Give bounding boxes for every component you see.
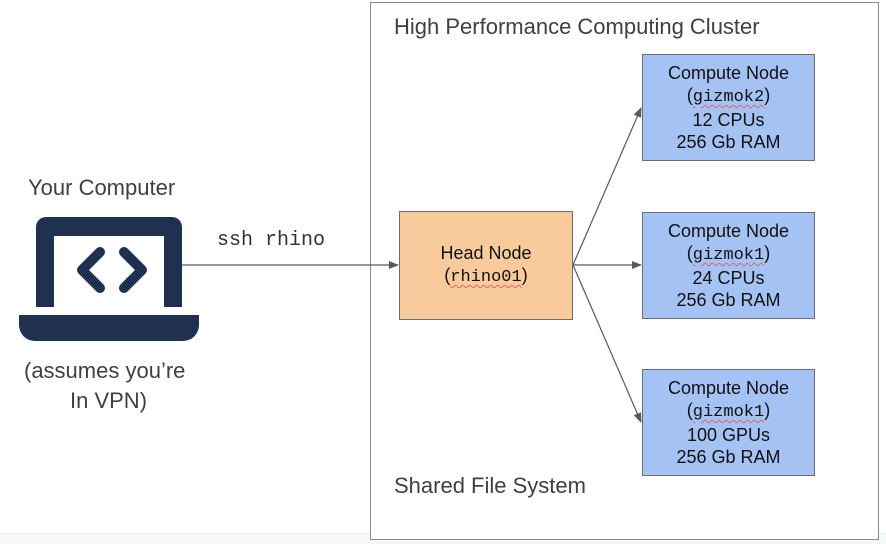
compute-node-1: Compute Node (gizmok2) 12 CPUs 256 Gb RA… [642, 54, 815, 161]
compute-node-resources: 24 CPUs [692, 268, 765, 288]
arrow-to-compute-node-3 [572, 264, 642, 423]
paren-close: ) [521, 265, 528, 285]
compute-node-resources: 100 GPUs [686, 425, 771, 445]
arrow-to-compute-node-1 [572, 107, 642, 266]
compute-node-hostname: gizmok2 [692, 88, 765, 107]
compute-node-title: Compute Node [667, 221, 790, 241]
paren-open: ( [444, 265, 451, 285]
head-node: Head Node (rhino01) [399, 211, 573, 320]
compute-node-3: Compute Node (gizmok1) 100 GPUs 256 Gb R… [642, 369, 815, 476]
cluster-title: High Performance Computing Cluster [394, 14, 760, 39]
head-node-title: Head Node [440, 243, 532, 263]
compute-node-title: Compute Node [667, 63, 790, 83]
compute-node-memory: 256 Gb RAM [676, 290, 781, 310]
shared-file-system-label: Shared File System [394, 473, 586, 498]
ssh-command-label: ssh rhino [217, 229, 326, 252]
head-node-hostname-line: (rhino01) [444, 264, 527, 289]
compute-node-memory: 256 Gb RAM [676, 447, 781, 467]
compute-node-2: Compute Node (gizmok1) 24 CPUs 256 Gb RA… [642, 212, 815, 319]
compute-node-hostname: gizmok1 [692, 246, 765, 265]
compute-node-memory: 256 Gb RAM [676, 132, 781, 152]
compute-node-resources: 12 CPUs [692, 110, 765, 130]
head-node-hostname: rhino01 [450, 268, 522, 287]
compute-node-hostname-line: (gizmok2) [686, 85, 771, 107]
vpn-note-line2: In VPN) [70, 388, 148, 413]
compute-node-hostname-line: (gizmok1) [686, 243, 771, 265]
compute-node-title: Compute Node [667, 378, 790, 398]
compute-node-hostname: gizmok1 [692, 403, 765, 422]
your-computer-label: Your Computer [28, 175, 176, 200]
laptop-code-icon [19, 217, 199, 341]
compute-node-hostname-line: (gizmok1) [686, 400, 771, 422]
vpn-note-line1: (assumes you’re [24, 358, 186, 383]
